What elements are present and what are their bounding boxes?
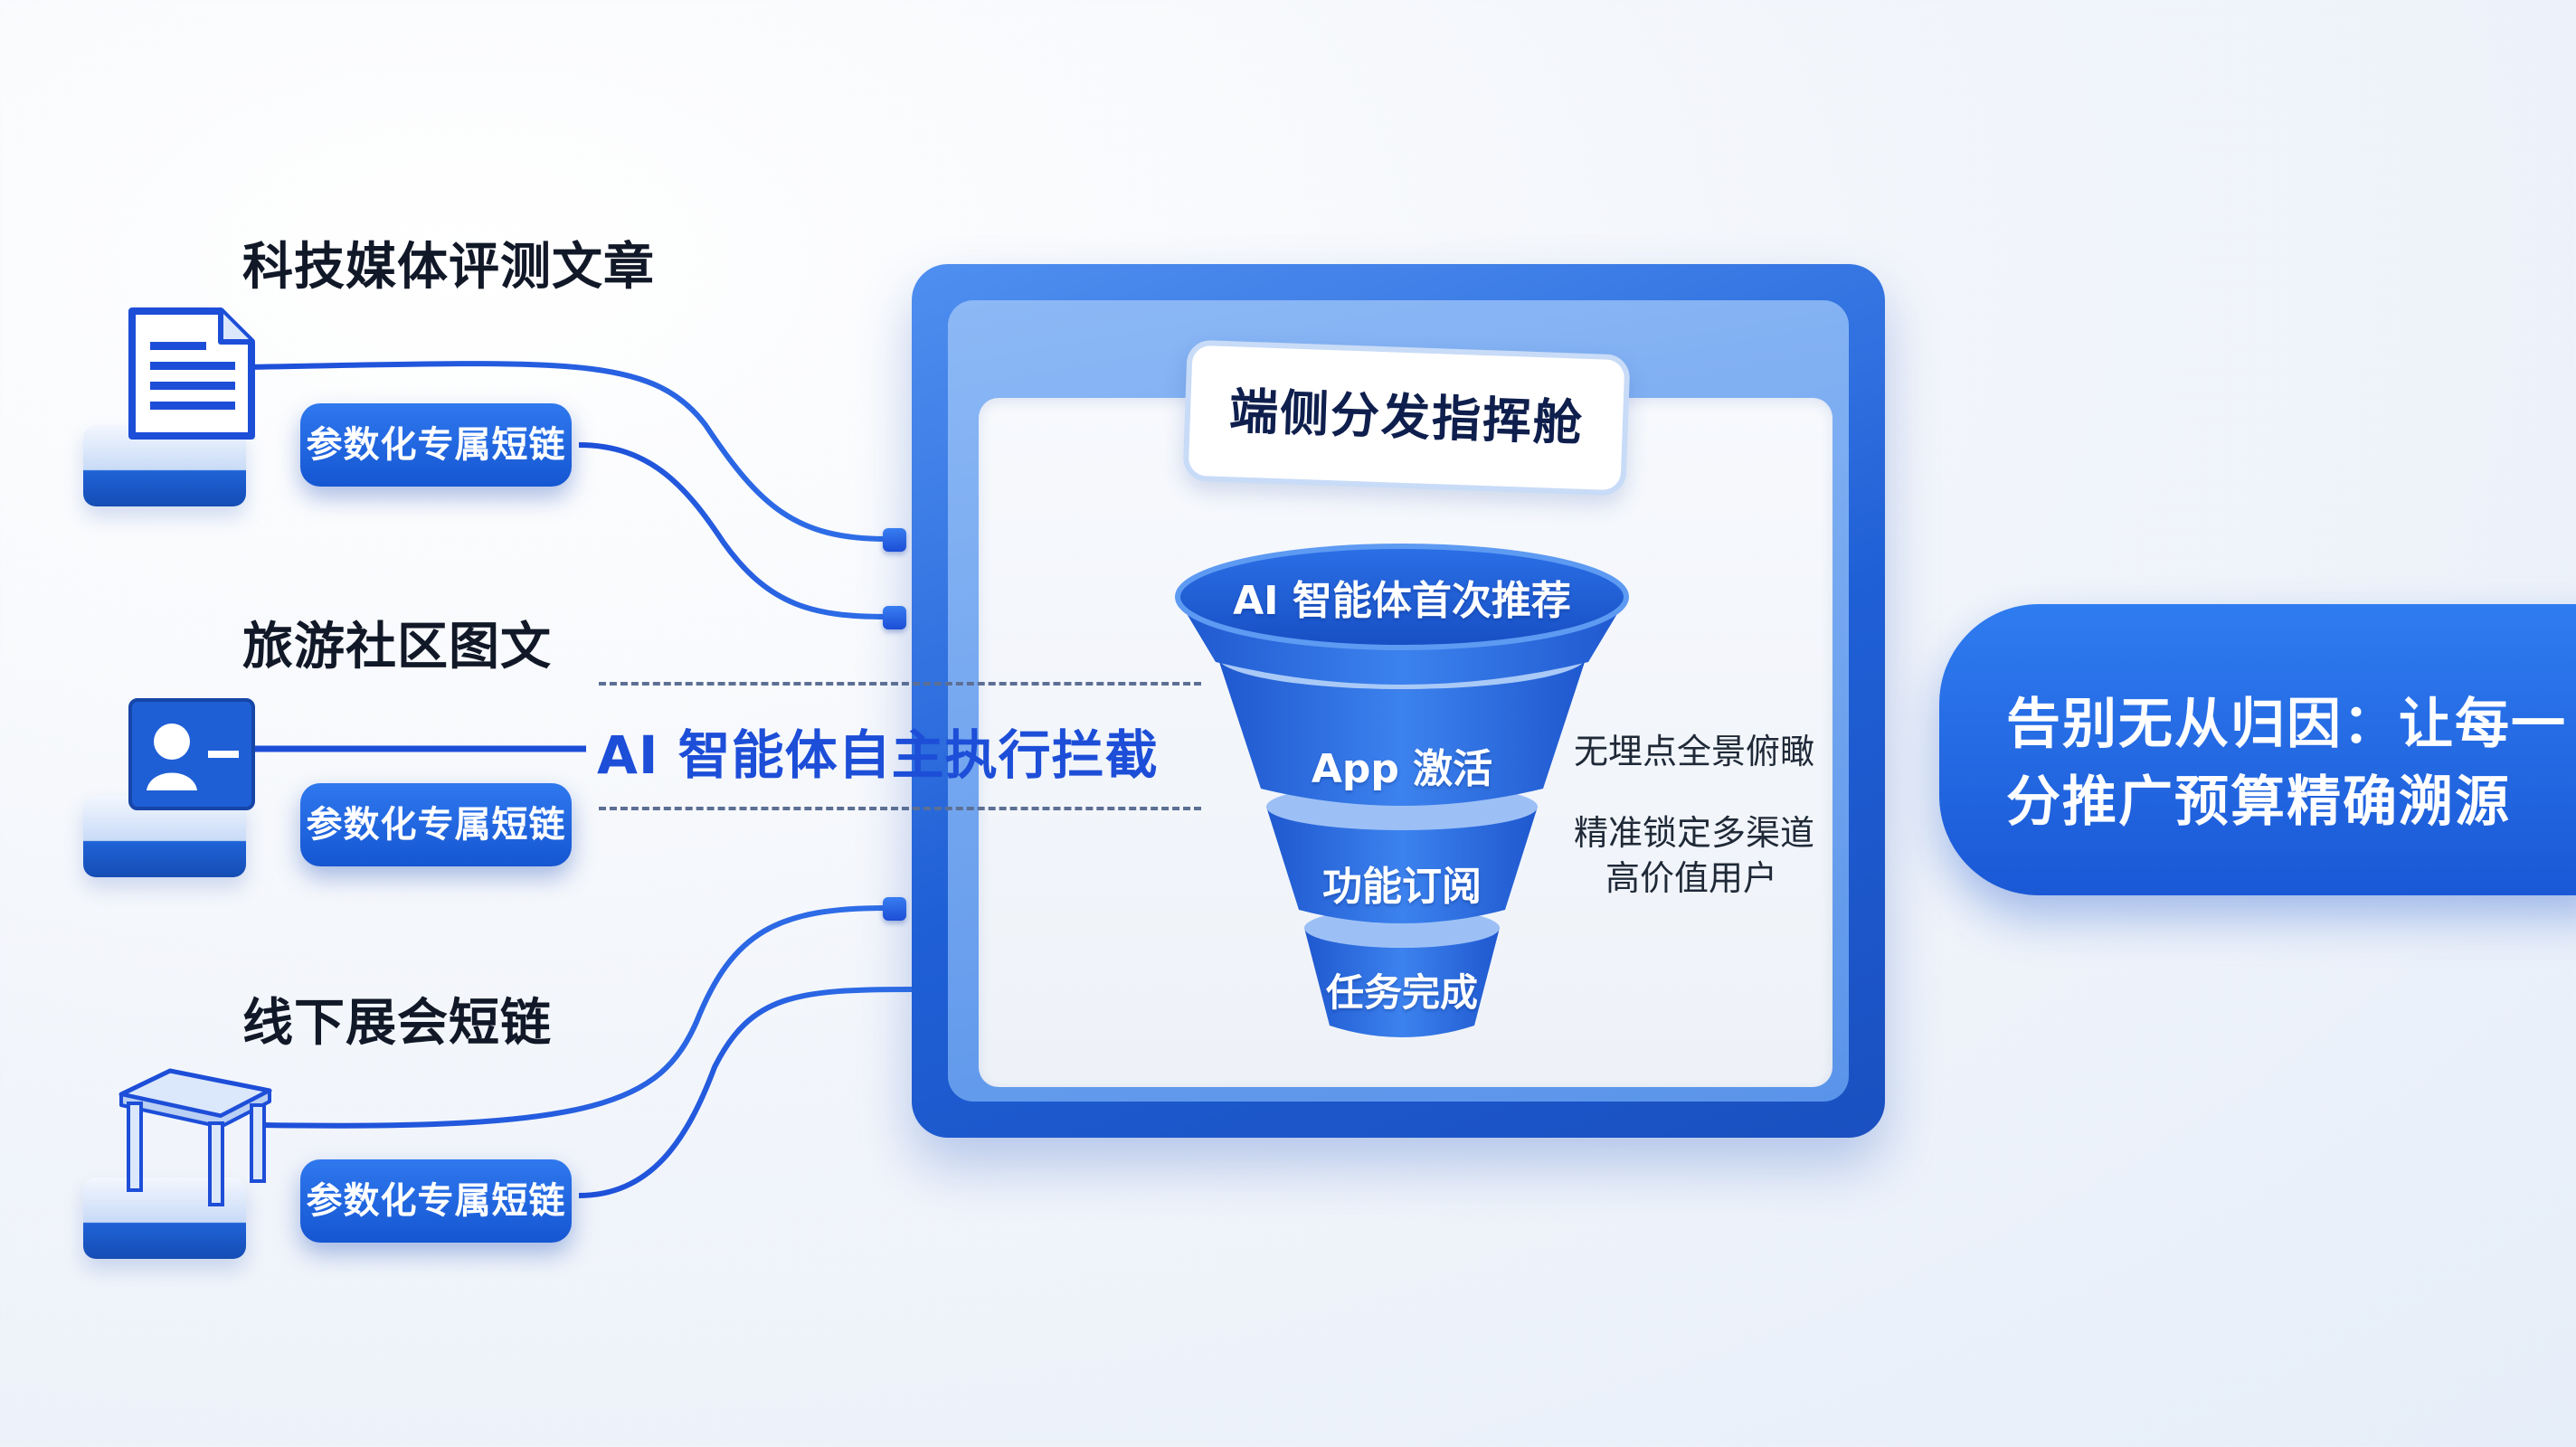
cable-source1-a (243, 361, 887, 542)
funnel-tier-3 (1266, 807, 1538, 923)
connector-plug (883, 897, 906, 921)
note-full-view: 无埋点全景俯瞰 (1574, 732, 1815, 771)
funnel-stage-2-label: App 激活 (1311, 746, 1493, 792)
connector-plug (883, 606, 906, 629)
source-title-tech-media: 科技媒体评测文章 (242, 238, 655, 297)
funnel-tier-1-top (1175, 544, 1629, 650)
funnel-stage-3-label: 功能订阅 (1322, 864, 1482, 910)
funnel-stage-1-label: AI 智能体首次推荐 (1233, 578, 1571, 624)
short-link-pill[interactable]: 参数化专属短链 (300, 1159, 572, 1243)
connector-plug (883, 528, 906, 552)
source-title-travel-community: 旅游社区图文 (242, 618, 552, 676)
funnel-stage-4-label: 任务完成 (1325, 970, 1478, 1015)
document-icon (128, 307, 255, 440)
short-link-pill[interactable]: 参数化专属短链 (300, 403, 572, 487)
funnel-tier-4 (1304, 928, 1500, 1037)
note-high-value-users: 高价值用户 (1605, 858, 1777, 898)
profile-card-icon (128, 698, 255, 810)
tagline-line-1: 告别无从归因：让每一 (2006, 693, 2567, 756)
note-lock-channel: 精准锁定多渠道 (1574, 813, 1815, 853)
tagline-line-2: 分推广预算精确溯源 (2006, 771, 2511, 834)
cable-source1-b (578, 442, 887, 619)
booth-table-icon (118, 1068, 272, 1206)
source-title-offline-expo: 线下展会短链 (242, 994, 552, 1053)
short-link-pill[interactable]: 参数化专属短链 (300, 783, 572, 866)
intercept-label: AI 智能体自主执行拦截 (597, 724, 1159, 786)
dashed-divider-top (599, 682, 1201, 686)
dashed-divider-bottom (599, 807, 1201, 810)
cable-source3-a (261, 905, 887, 1129)
tagline-banner (1939, 604, 2576, 895)
cable-source3-b (578, 987, 913, 1198)
funnel-tier-2 (1217, 657, 1586, 806)
